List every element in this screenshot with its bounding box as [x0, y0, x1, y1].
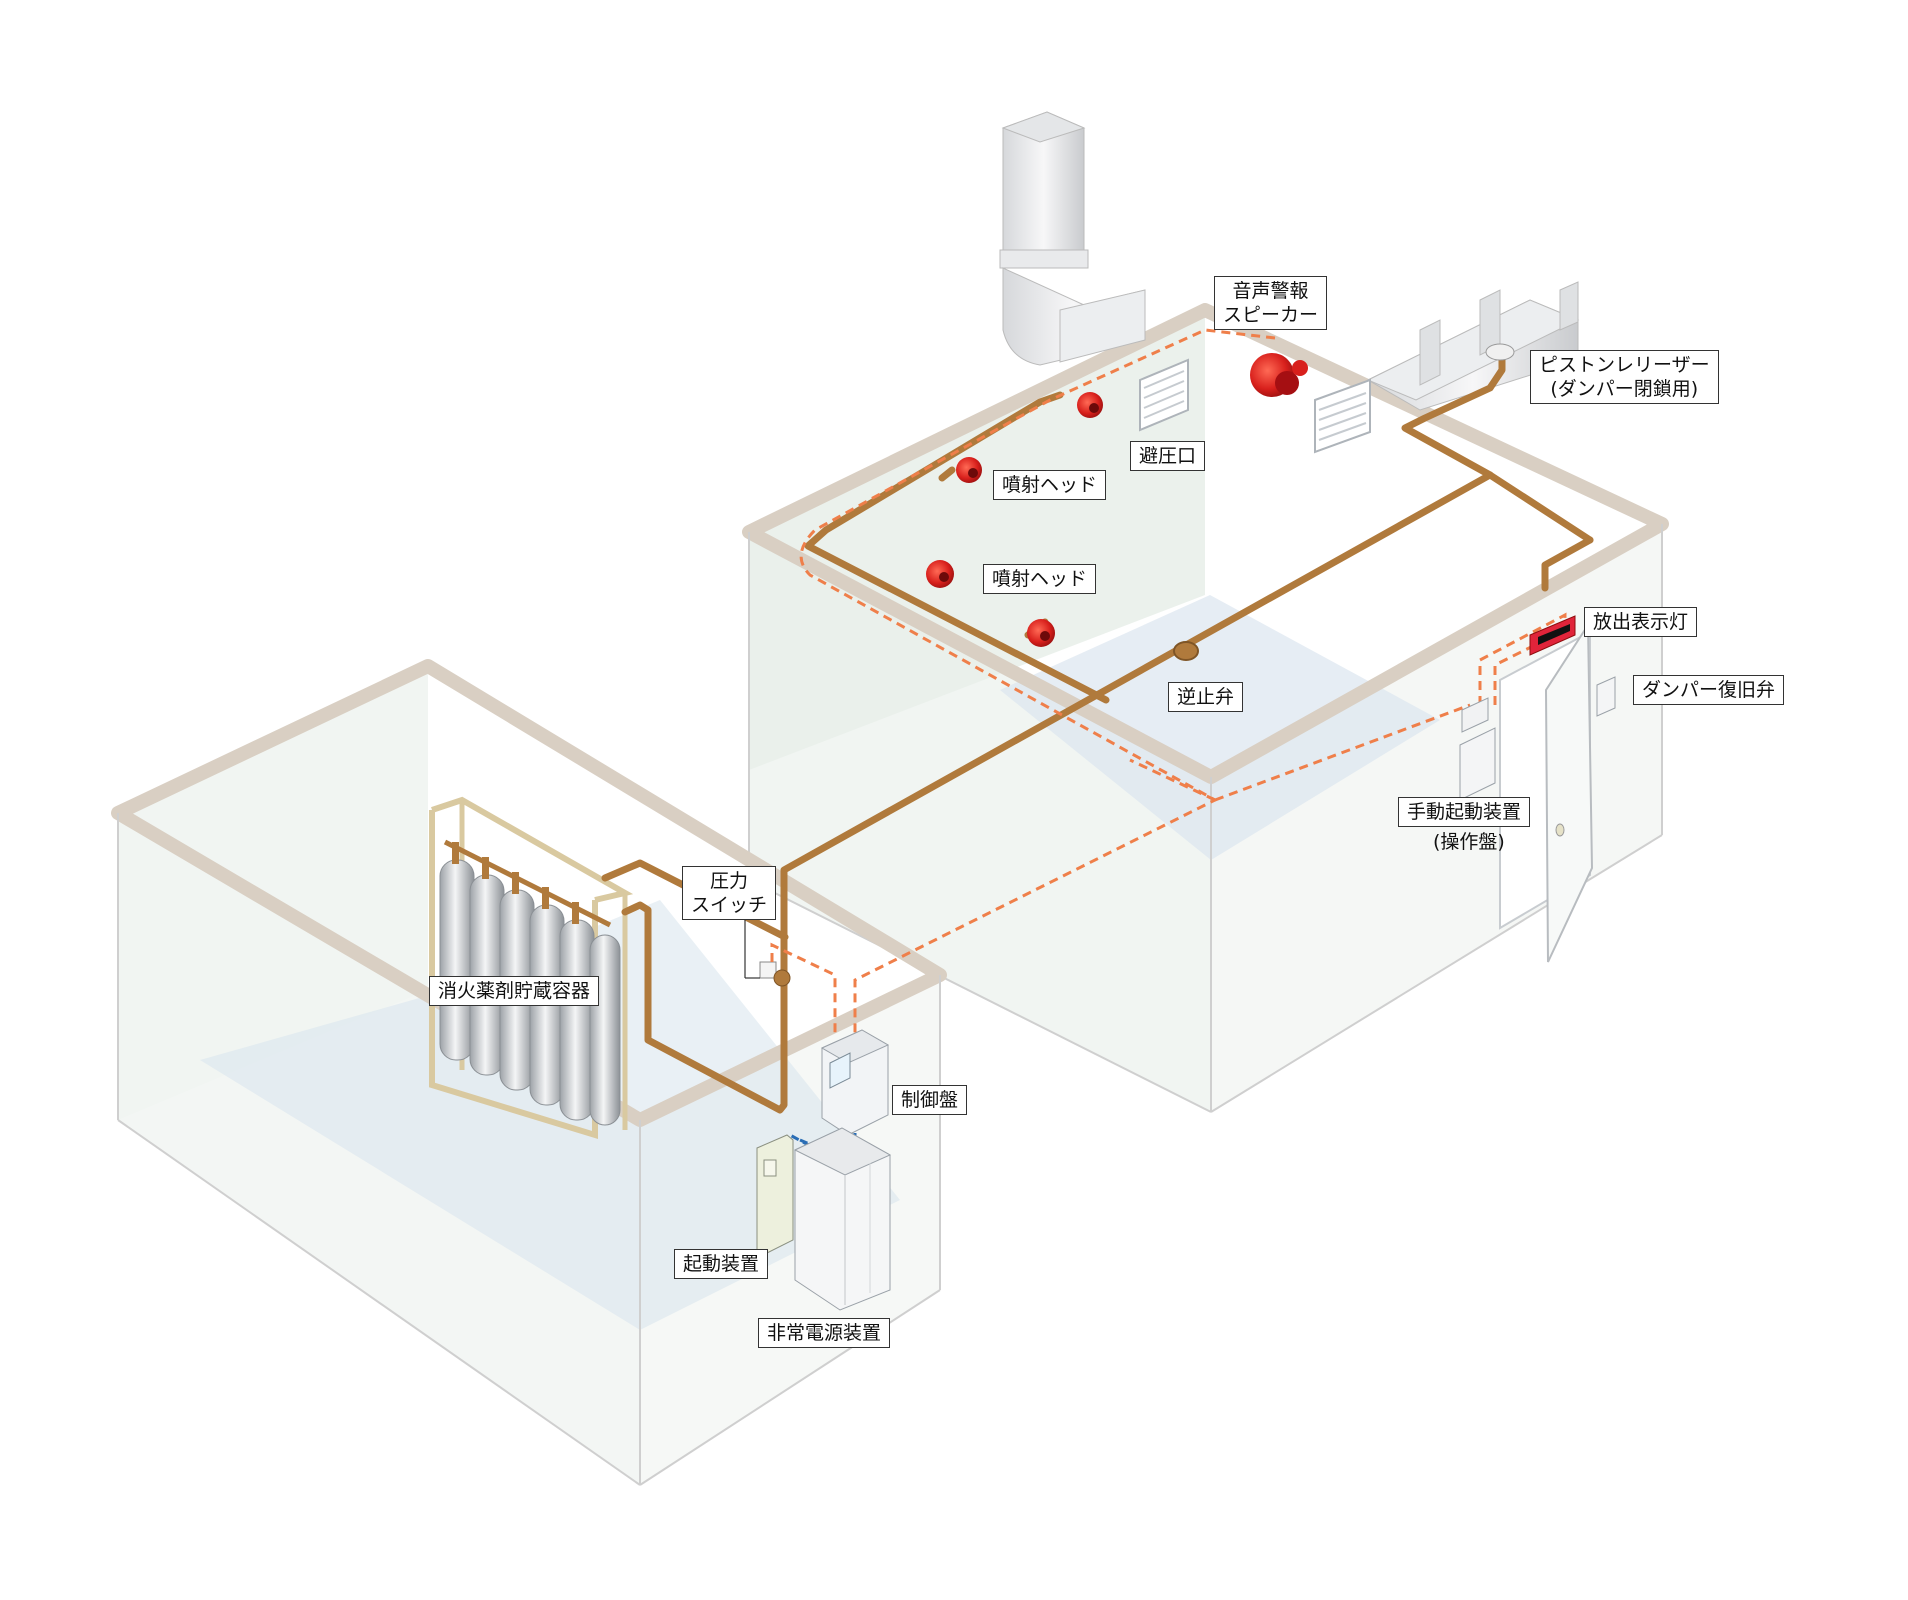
nozzle-head-icon	[1027, 619, 1055, 647]
speaker-label-line1: 音声警報	[1232, 280, 1309, 302]
manual-start-sublabel: (操作盤)	[1433, 831, 1505, 853]
nozzle-head-label: 噴射ヘッド	[983, 564, 1097, 594]
piston-releaser-label-line2: (ダンパー閉鎖用)	[1550, 378, 1699, 400]
starter-device-label: 起動装置	[674, 1249, 769, 1279]
pressure-relief-vent	[1314, 378, 1371, 454]
emergency-power-label: 非常電源装置	[758, 1318, 891, 1348]
door	[1499, 621, 1594, 963]
emergency-power-unit	[793, 1127, 892, 1311]
protected-room-edge	[748, 879, 1212, 1113]
exhaust-duct-vertical	[999, 111, 1146, 366]
pressure-switch-label-line2: スイッチ	[691, 894, 768, 916]
nozzle-head-icon	[926, 560, 954, 588]
control-panel-label: 制御盤	[892, 1085, 968, 1115]
piston-releaser-label: ピストンレリーザー (ダンパー閉鎖用)	[1530, 350, 1719, 404]
nozzle-head-icon	[956, 457, 982, 483]
storage-room-floor	[200, 900, 900, 1330]
nozzle-head-icon	[1077, 392, 1103, 418]
check-valve	[1173, 641, 1199, 661]
indicator-lamp-label: 放出表示灯	[1584, 607, 1698, 637]
storage-cylinders-label: 消火薬剤貯蔵容器	[429, 976, 600, 1006]
protected-room-floor	[1000, 595, 1440, 860]
pressure-switch-label-line1: 圧力	[710, 870, 749, 892]
speaker-label-line2: スピーカー	[1223, 304, 1319, 326]
pressure-switch	[759, 961, 791, 987]
damper-reset-valve-label: ダンパー復旧弁	[1633, 675, 1785, 705]
control-panel	[820, 1029, 890, 1136]
vent-label: 避圧口	[1130, 441, 1206, 471]
manual-start-panel	[1459, 697, 1496, 801]
supply-duct	[1366, 281, 1580, 411]
agent-piping	[601, 351, 1594, 1114]
protected-room-back-wall	[749, 310, 1205, 770]
pressure-switch-label: 圧力 スイッチ	[682, 866, 777, 920]
piston-releaser-label-line1: ピストンレリーザー	[1539, 354, 1710, 376]
storage-room-edge	[117, 1119, 641, 1486]
damper-reset-valve	[1596, 676, 1616, 717]
nozzle-head-label: 噴射ヘッド	[993, 470, 1107, 500]
starter-device	[756, 1134, 794, 1256]
piston-releaser	[1485, 343, 1515, 361]
discharge-indicator-lamp-icon	[1529, 615, 1576, 656]
speaker-label: 音声警報 スピーカー	[1214, 276, 1328, 330]
siren-speaker-icon	[1250, 353, 1308, 397]
pressure-relief-vent	[1139, 358, 1189, 432]
check-valve-label: 逆止弁	[1168, 682, 1244, 712]
manual-start-label: 手動起動装置	[1398, 797, 1531, 827]
